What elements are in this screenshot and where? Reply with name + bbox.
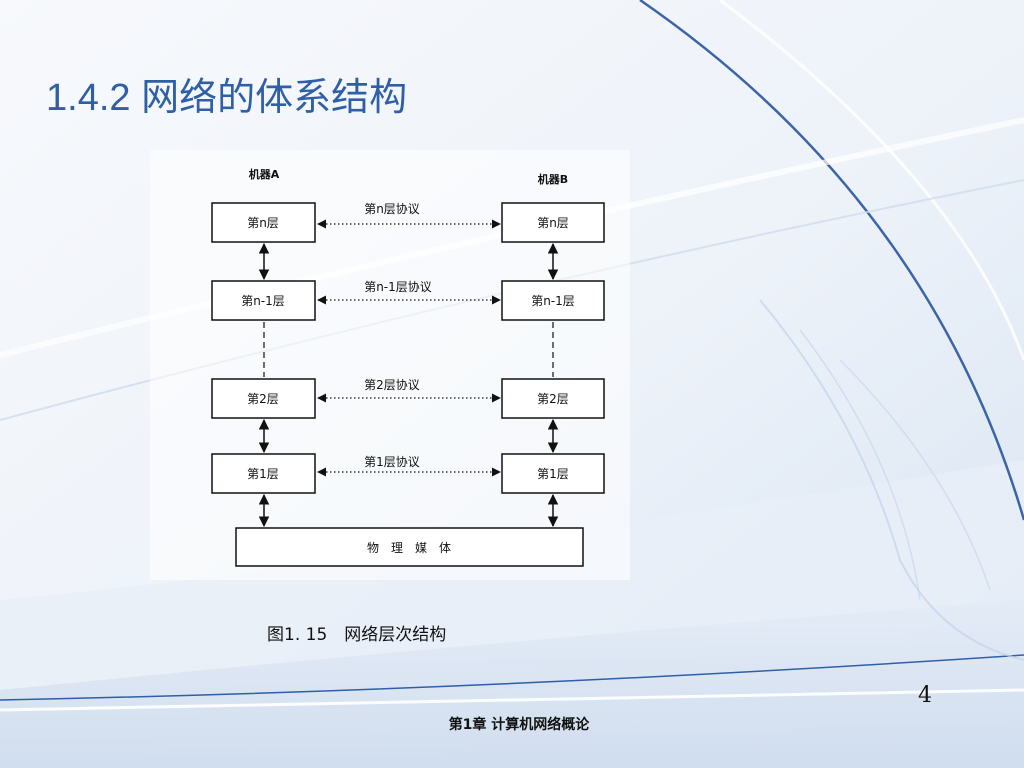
machine-b-layer-n-box (501, 202, 605, 243)
machine-b-layer-n-1-box (501, 280, 605, 321)
machine-a-label: 机器A (249, 167, 280, 181)
machine-b-layer-2-label: 第2层 (537, 392, 569, 406)
machine-b-label: 机器B (538, 172, 568, 186)
machine-a-layer-2-label: 第2层 (247, 392, 279, 406)
machine-b-layer-1-label: 第1层 (537, 467, 569, 481)
protocol-n-1-label: 第n-1层协议 (364, 279, 432, 294)
machine-a-layer-n-1-box (211, 280, 316, 321)
physical-medium-box (235, 527, 584, 567)
page-number: 4 (918, 683, 932, 708)
machine-a-layer-n-1-label: 第n-1层 (241, 294, 285, 308)
slide-title: 1.4.2 网络的体系结构 (46, 77, 408, 119)
machine-a-layer-n-label: 第n层 (247, 216, 279, 230)
protocol-1-label: 第1层协议 (364, 454, 420, 469)
figure-caption: 图1. 15 网络层次结构 (267, 625, 447, 645)
footer-text: 第1章 计算机网络概论 (448, 717, 590, 733)
machine-b-layer-n-1-label: 第n-1层 (531, 294, 575, 308)
machine-b-layer-n-label: 第n层 (537, 216, 569, 230)
footer-chapter-title: 第1章 计算机网络概论 (0, 714, 1024, 734)
machine-a-layer-n-box (211, 202, 316, 243)
machine-b-layer-2-box (501, 378, 605, 419)
machine-a-layer-2-box (211, 378, 316, 419)
protocol-2-label: 第2层协议 (364, 377, 420, 392)
machine-b-layer-1-box (501, 453, 605, 494)
physical-medium-label: 物 理 媒 体 (367, 541, 451, 555)
machine-a-layer-1-box (211, 453, 316, 494)
machine-a-layer-1-label: 第1层 (247, 467, 279, 481)
protocol-n-label: 第n层协议 (364, 201, 420, 216)
